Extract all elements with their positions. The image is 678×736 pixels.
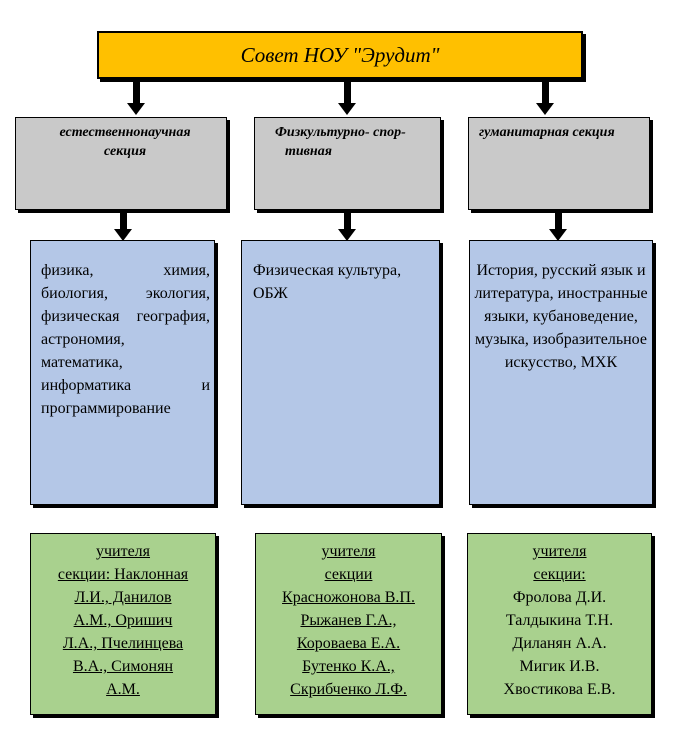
section-label-line: Физкультурно- спор-: [275, 125, 406, 140]
section-label-line: секция: [103, 144, 147, 159]
teacher-line: секции: [324, 566, 373, 583]
subjects-text: История, русский язык и литература, инос…: [474, 262, 648, 371]
teachers-humanities: учителя секции: Фролова Д.И. Талдыкина Т…: [467, 533, 652, 715]
teacher-line: Фролова Д.И.: [512, 589, 607, 606]
council-box: Совет НОУ "Эрудит": [97, 31, 583, 79]
arrow-natural-to-subjects-stem: [120, 210, 127, 230]
teacher-line: учителя: [95, 543, 151, 560]
section-label-line: естественнонаучная: [59, 125, 191, 140]
teacher-line: Л.И., Данилов: [74, 589, 172, 606]
teacher-line: В.А., Симонян: [72, 658, 174, 675]
arrow-council-to-natural-stem: [133, 79, 140, 105]
arrow-council-to-humanities-stem: [542, 79, 549, 105]
section-physical-culture: Физкультурно- спор- тивная: [254, 117, 441, 210]
subjects-text: Физическая культура, ОБЖ: [253, 262, 402, 302]
teacher-line: Бутенко К.А.,: [302, 658, 395, 675]
teacher-line: учителя: [532, 543, 587, 560]
arrow-sport-to-subjects-stem: [344, 210, 351, 230]
teacher-line: Л.А., Пчелинцева: [62, 635, 184, 652]
section-natural-science: естественнонаучная секция: [15, 117, 227, 210]
arrow-humanities-to-subjects-head: [549, 229, 567, 241]
teachers-physical-culture: учителя секции Красножонова В.П. Рыжанев…: [255, 533, 442, 715]
teacher-line: А.М.: [106, 681, 140, 698]
teacher-line: секции:: [533, 566, 586, 583]
arrow-council-to-humanities-head: [536, 103, 554, 115]
subjects-physical-culture: Физическая культура, ОБЖ: [241, 240, 440, 505]
teacher-line: Рыжанев Г.А.,: [300, 612, 397, 629]
subjects-text: физика, химия, биология, экология, физич…: [41, 262, 210, 417]
arrow-humanities-to-subjects-stem: [555, 210, 562, 230]
teacher-line: Мигик И.В.: [519, 658, 600, 675]
arrow-council-to-natural-head: [127, 103, 145, 115]
arrow-council-to-sport-stem: [344, 79, 351, 105]
teacher-line: секции: Наклонная: [57, 566, 189, 583]
arrow-natural-to-subjects-head: [114, 229, 132, 241]
section-humanities: гуманитарная секция: [468, 117, 650, 210]
subjects-humanities: История, русский язык и литература, инос…: [469, 240, 653, 505]
subjects-natural-science: физика, химия, биология, экология, физич…: [30, 240, 215, 505]
teacher-line: Короваева Е.А.: [296, 635, 401, 652]
council-title: Совет НОУ "Эрудит": [240, 42, 440, 67]
section-label-line: гуманитарная секция: [479, 125, 615, 140]
arrow-sport-to-subjects-head: [338, 229, 356, 241]
teacher-line: учителя: [321, 543, 376, 560]
teacher-line: Красножонова В.П.: [282, 589, 415, 606]
teacher-line: Диланян А.А.: [512, 635, 607, 652]
teachers-natural-science: учителя секции: Наклонная Л.И., Данилов …: [30, 533, 216, 715]
arrow-council-to-sport-head: [338, 103, 356, 115]
teacher-line: Скрибченко Л.Ф.: [290, 681, 407, 698]
section-label-line: тивная: [285, 144, 332, 159]
teacher-line: А.М., Оришич: [73, 612, 173, 629]
teacher-line: Талдыкина Т.Н.: [505, 612, 614, 629]
teacher-line: Хвостикова Е.В.: [503, 681, 616, 698]
